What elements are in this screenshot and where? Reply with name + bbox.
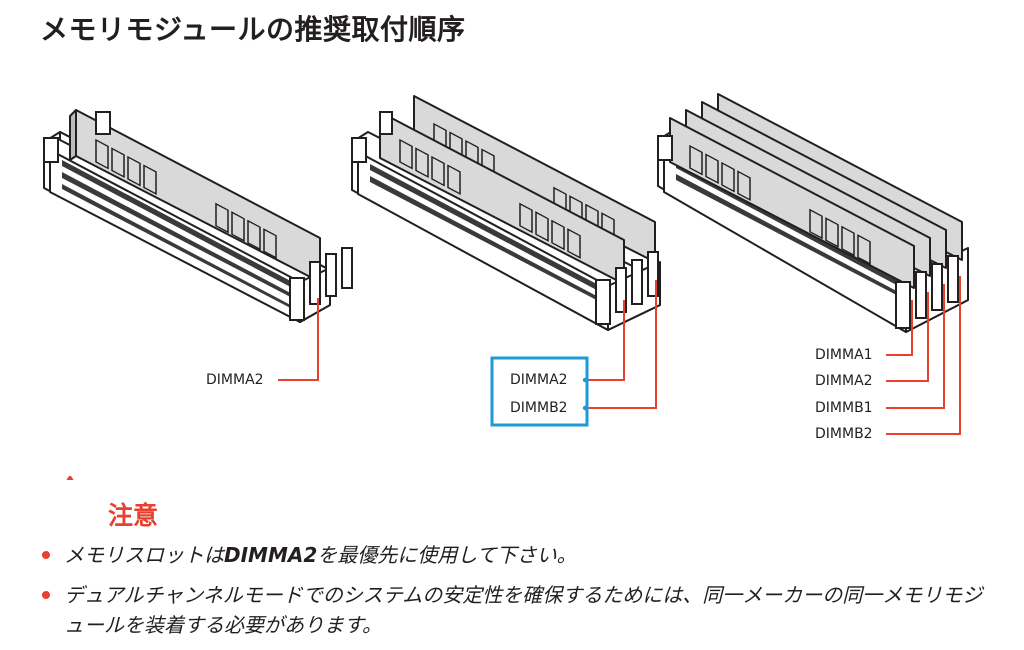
slot-latches <box>351 111 659 325</box>
note-text: デュアルチャンネルモードでのシステムの安定性を確保するためには、同一メーカーの同… <box>64 583 983 637</box>
caution-heading: 注意 <box>108 501 159 530</box>
slot-label-dimmb2: DIMMB2 <box>510 400 568 416</box>
leader-line <box>586 280 657 409</box>
bullet-icon <box>42 551 50 559</box>
slot-latches <box>43 111 353 321</box>
warning-icon <box>66 476 74 480</box>
leader-line <box>586 300 625 381</box>
note-emphasis: DIMMA2 <box>224 543 318 567</box>
slot-label-dimma2: DIMMA2 <box>815 373 873 389</box>
leader-line <box>886 276 961 435</box>
slot-diagram-2 <box>351 95 661 427</box>
caution-notes: メモリスロットはDIMMA2を最優先に使用して下さい。 デュアルチャンネルモード… <box>40 540 1000 650</box>
slot-label-dimma1: DIMMA1 <box>815 347 873 363</box>
caution-note: メモリスロットはDIMMA2を最優先に使用して下さい。 <box>40 540 1000 570</box>
slot-label-dimma2: DIMMA2 <box>510 372 568 388</box>
slot-label-dimmb1: DIMMB1 <box>815 400 873 416</box>
leader-line <box>886 284 945 409</box>
note-text: メモリスロットは <box>64 543 224 567</box>
slot-diagram-1 <box>43 109 353 381</box>
page-title: メモリモジュールの推奨取付順序 <box>40 13 466 46</box>
slot-label-dimma2: DIMMA2 <box>206 372 264 388</box>
bullet-icon <box>42 591 50 599</box>
memory-install-diagram <box>43 93 969 480</box>
slot-label-dimmb2: DIMMB2 <box>815 426 873 442</box>
caution-note: デュアルチャンネルモードでのシステムの安定性を確保するためには、同一メーカーの同… <box>40 580 1000 640</box>
leader-line <box>886 300 913 356</box>
leader-line <box>886 292 929 382</box>
leader-line <box>278 298 319 381</box>
slot-latches <box>657 135 959 329</box>
slot-diagram-3 <box>657 93 969 435</box>
note-text: を最優先に使用して下さい。 <box>317 543 577 567</box>
highlight-box <box>490 356 589 427</box>
